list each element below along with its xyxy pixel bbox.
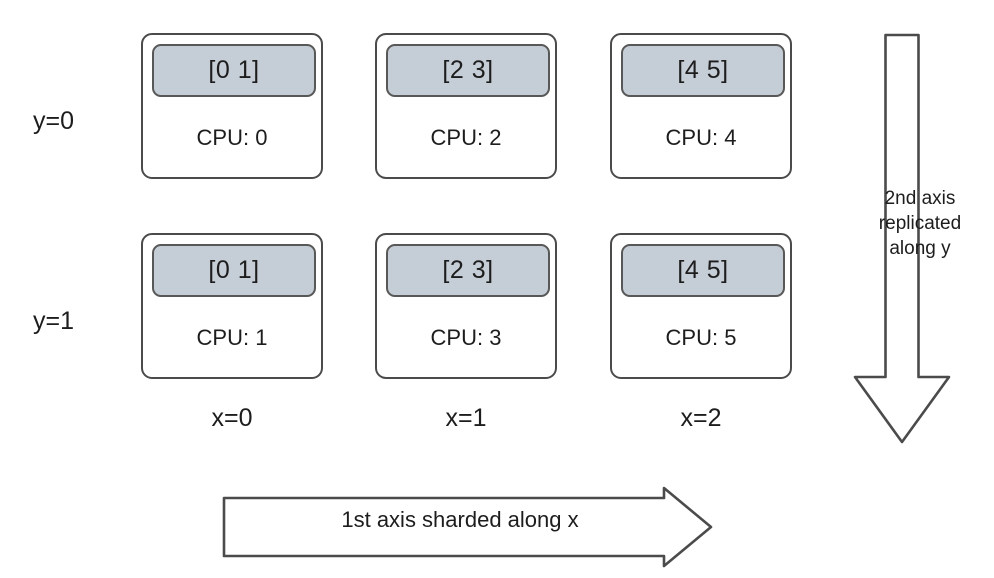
shard-chip: [0 1] [152,44,316,97]
horizontal-axis-arrow [222,486,714,568]
vertical-arrow-path [853,33,951,444]
row-label-y1: y=1 [33,307,75,335]
device-cell-x0-y0[interactable]: [0 1] CPU: 0 [141,33,323,179]
row-label-y0: y=0 [33,107,75,135]
cpu-label: CPU: 0 [196,125,268,150]
cpu-label: CPU: 5 [665,325,737,350]
cpu-label: CPU: 4 [665,125,737,150]
vertical-arrow-caption-line3: along y [889,238,951,259]
shard-chip: [0 1] [152,244,316,297]
shard-range-label: [0 1] [208,56,260,84]
shard-chip: [2 3] [386,244,550,297]
device-cell-x2-y0[interactable]: [4 5] CPU: 4 [610,33,792,179]
vertical-axis-arrow [852,33,952,445]
cpu-label: CPU: 1 [196,325,268,350]
vertical-arrow-caption: 2nd axis replicated along y [845,186,994,261]
device-cell-x2-y1[interactable]: [4 5] CPU: 5 [610,233,792,379]
shard-range-label: [4 5] [677,256,729,284]
horizontal-arrow-path [222,486,713,568]
shard-range-label: [4 5] [677,56,729,84]
cpu-label: CPU: 2 [430,125,502,150]
device-cell-x1-y1[interactable]: [2 3] CPU: 3 [375,233,557,379]
col-label-x1: x=1 [445,404,487,432]
vertical-arrow-caption-line2: replicated [878,213,962,234]
shard-chip: [2 3] [386,44,550,97]
cpu-label: CPU: 3 [430,325,502,350]
device-cell-x0-y1[interactable]: [0 1] CPU: 1 [141,233,323,379]
col-label-x0: x=0 [211,404,253,432]
col-label-x2: x=2 [680,404,722,432]
vertical-arrow-caption-line1: 2nd axis [884,188,956,209]
shard-chip: [4 5] [621,244,785,297]
shard-range-label: [0 1] [208,256,260,284]
shard-chip: [4 5] [621,44,785,97]
horizontal-arrow-caption: 1st axis sharded along x [341,507,579,532]
device-cell-x1-y0[interactable]: [2 3] CPU: 2 [375,33,557,179]
shard-range-label: [2 3] [442,56,494,84]
shard-range-label: [2 3] [442,256,494,284]
